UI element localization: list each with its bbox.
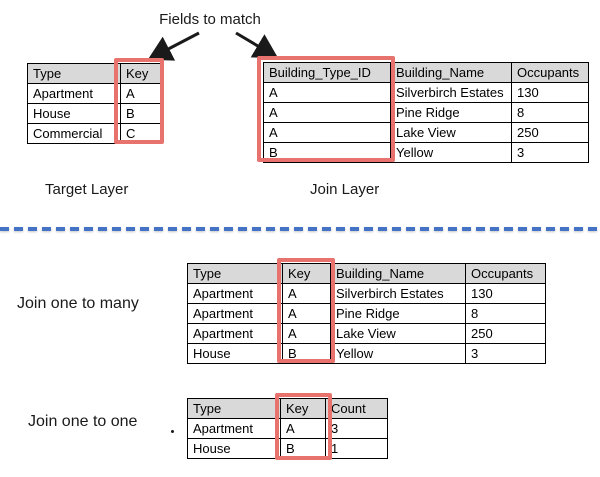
table-cell: Apartment	[187, 323, 283, 344]
table-cell: Apartment	[27, 83, 121, 104]
table-cell: A	[120, 83, 161, 104]
table-cell: B	[282, 343, 331, 364]
table-header-cell: Key	[282, 263, 331, 284]
table-cell: 130	[465, 283, 546, 304]
table-cell: Apartment	[187, 418, 281, 439]
section-divider	[0, 227, 600, 231]
table-cell: 1	[325, 438, 388, 459]
table-header-cell: Count	[325, 398, 388, 419]
table-cell: Silverbirch Estates	[330, 283, 466, 304]
table-cell: A	[282, 323, 331, 344]
table-cell: Apartment	[187, 283, 283, 304]
table-cell: 8	[511, 102, 589, 123]
table-cell: A	[263, 122, 391, 143]
table-cell: House	[187, 438, 281, 459]
table-header-cell: Occupants	[465, 263, 546, 284]
table-header-cell: Type	[187, 263, 283, 284]
join-one-to-one-label: Join one to one	[28, 413, 138, 430]
target-layer-label: Target Layer	[45, 181, 129, 198]
table-cell: Yellow	[390, 142, 512, 163]
table-header-cell: Key	[120, 63, 161, 84]
table-cell: A	[282, 283, 331, 304]
table-header-cell: Occupants	[511, 62, 589, 83]
table-cell: A	[280, 418, 326, 439]
table-cell: 130	[511, 82, 589, 103]
table-header-cell: Building_Type_ID	[263, 62, 391, 83]
table-header-cell: Building_Name	[390, 62, 512, 83]
join-layer-label: Join Layer	[310, 181, 380, 198]
table-cell: A	[263, 102, 391, 123]
table-cell: 8	[465, 303, 546, 324]
table-cell: 3	[511, 142, 589, 163]
table-cell: Pine Ridge	[330, 303, 466, 324]
table-header-cell: Type	[27, 63, 121, 84]
table-cell: Pine Ridge	[390, 102, 512, 123]
table-cell: House	[27, 103, 121, 124]
table-cell: Lake View	[330, 323, 466, 344]
table-cell: House	[187, 343, 283, 364]
table-header-cell: Type	[187, 398, 281, 419]
fields-to-match-label: Fields to match	[159, 11, 261, 28]
arrow-to-join-key-icon	[235, 31, 279, 59]
table-cell: C	[120, 123, 161, 144]
table-cell: Silverbirch Estates	[390, 82, 512, 103]
table-cell: Lake View	[390, 122, 512, 143]
table-cell: Yellow	[330, 343, 466, 364]
table-cell: 250	[511, 122, 589, 143]
table-header-cell: Building_Name	[330, 263, 466, 284]
table-cell: 3	[465, 343, 546, 364]
table-cell: 250	[465, 323, 546, 344]
table-header-cell: Key	[280, 398, 326, 419]
table-cell: Commercial	[27, 123, 121, 144]
table-cell: B	[120, 103, 161, 124]
table-cell: B	[263, 142, 391, 163]
join-one-to-many-label: Join one to many	[17, 295, 139, 312]
table-cell: Apartment	[187, 303, 283, 324]
table-cell: A	[263, 82, 391, 103]
stray-period-mark	[171, 430, 174, 433]
table-cell: A	[282, 303, 331, 324]
arrow-to-target-key-icon	[147, 31, 200, 61]
table-cell: 3	[325, 418, 388, 439]
table-cell: B	[280, 438, 326, 459]
